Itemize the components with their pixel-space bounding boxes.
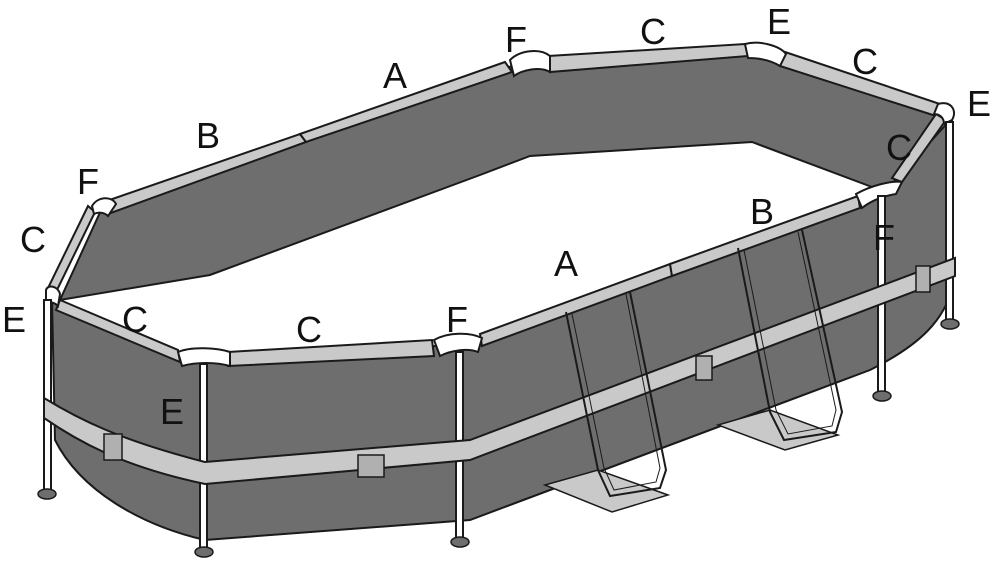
label-c-front: C [296, 309, 322, 350]
foot-front-e [194, 546, 214, 558]
buckle-3 [695, 355, 713, 381]
label-e-left: E [2, 299, 27, 340]
joint-f-back [508, 50, 551, 78]
label-a-front: A [554, 243, 579, 284]
leg-feet [37, 318, 960, 558]
foot-left [37, 488, 57, 500]
buckle-4 [915, 265, 931, 293]
label-e-right: E [967, 83, 992, 124]
foot-front-f [450, 536, 470, 548]
label-e-front: E [160, 391, 185, 432]
ladder-rail-1 [565, 291, 668, 498]
buckle-1 [103, 433, 123, 461]
label-b-top: B [196, 115, 221, 156]
leg-right-e [945, 121, 954, 323]
label-a-top: A [383, 55, 408, 96]
joint-e-back [743, 41, 788, 68]
label-b-front: B [750, 191, 775, 232]
label-c-right: C [886, 127, 912, 168]
label-f-left: F [77, 161, 99, 202]
belt-strap [43, 256, 956, 486]
ladder-rail-2 [737, 229, 844, 442]
liner-front-wall [50, 115, 955, 542]
label-e-top-right: E [767, 1, 792, 42]
label-c-top: C [640, 11, 666, 52]
leg-left [43, 299, 52, 493]
label-f-front: F [446, 299, 468, 340]
foot-right-e [940, 318, 960, 330]
leg-front-e [199, 363, 208, 549]
ladder [565, 229, 844, 498]
joint-e-right [932, 102, 956, 126]
label-f-top: F [505, 19, 527, 60]
rail-front-b [668, 194, 862, 278]
joint-f-front [432, 332, 484, 358]
label-c-right-top: C [852, 41, 878, 82]
joint-f-right [854, 180, 904, 210]
joint-f-left [90, 197, 118, 218]
joint-e-front [176, 347, 231, 368]
buckle-2 [357, 454, 385, 478]
label-c-front-left: C [122, 299, 148, 340]
foot-right-f [872, 390, 892, 402]
label-c-left: C [20, 219, 46, 260]
belt-buckles [103, 265, 931, 478]
ladder-rail-1-inner [571, 293, 661, 491]
ladder-foot-left [542, 469, 671, 513]
ladder-rail-2-inner [743, 231, 837, 435]
label-f-right: F [873, 217, 895, 258]
